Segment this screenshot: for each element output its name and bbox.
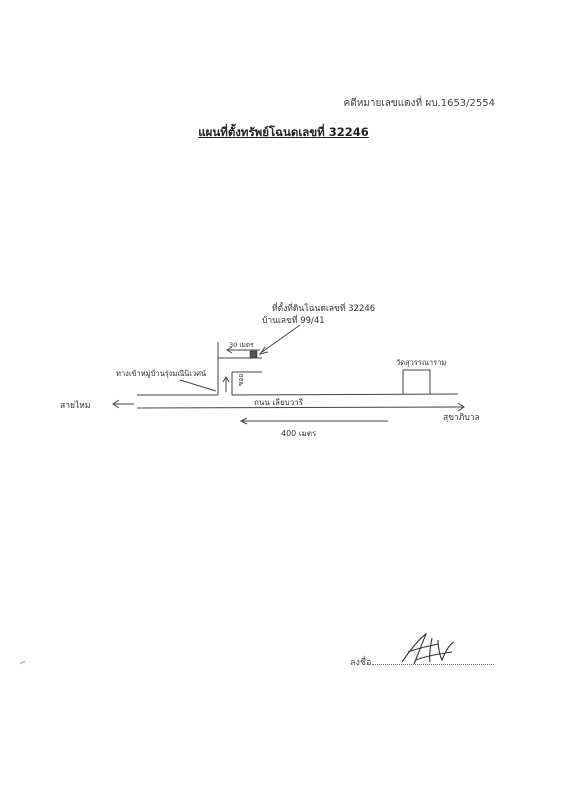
distance-bottom-label: 400 เมตร: [281, 429, 317, 438]
road-edge-bottom: [136, 406, 465, 409]
entrance-leader: [179, 379, 217, 392]
left-destination-label: สายไหม: [60, 400, 90, 411]
signature-line: [372, 664, 494, 665]
property-label-line2: บ้านเลขที่ 99/41: [262, 314, 325, 326]
road-name-label: ถนน เลียบวารี: [254, 398, 304, 407]
property-label-line1: ที่ตั้งที่ดินโฉนดเลขที่ 32246: [272, 302, 375, 314]
left-arrow-head: [112, 399, 120, 409]
soi-arrow-head: [222, 376, 230, 383]
dist-top-head: [226, 346, 233, 354]
right-arrow-head: [457, 402, 465, 412]
stray-mark: [19, 660, 26, 665]
case-number: คดีหมายเลขแดงที่ ผบ.1653/2554: [343, 98, 495, 109]
village-entrance-label: ทางเข้าหมู่บ้านรุ่งมณีนิเวศน์: [116, 369, 206, 378]
temple-building: [402, 369, 431, 394]
soi-label: ซอย: [237, 374, 245, 386]
dist-bottom-head: [239, 417, 248, 425]
signature-label: ลงชื่อ: [350, 658, 372, 668]
page-title: แผนที่ตั้งทรัพย์โฉนดเลขที่ 32246: [198, 125, 369, 139]
property-marker: [249, 350, 258, 359]
road-edge-top-right: [231, 393, 459, 396]
property-leader: [261, 324, 301, 353]
right-destination-label: สุขาภิบาล: [443, 413, 480, 423]
temple-label: วัดสุวรรณาราม: [396, 358, 446, 367]
property-leader-head: [258, 346, 269, 355]
distance-top-label: 30 เมตร: [229, 341, 254, 349]
signature-area: ลงชื่อ: [350, 630, 500, 670]
signature-scribble: [401, 632, 455, 665]
